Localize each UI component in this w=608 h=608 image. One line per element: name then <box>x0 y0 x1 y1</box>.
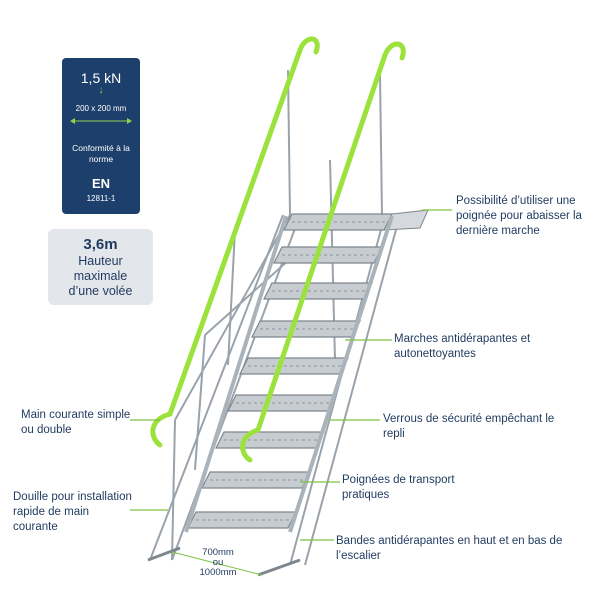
callout-safety-locks: Verrous de sécurité empêchant le repli <box>383 413 555 440</box>
callout-carry-handles: Poignées de transport pratiques <box>342 474 455 501</box>
callout-handrail: Main courante simple ou double <box>21 409 131 436</box>
width-dimension: 700mm ou 1000mm <box>190 548 246 578</box>
load-capacity: 1,5 kN <box>80 70 122 86</box>
leader-lines <box>130 209 452 541</box>
step-pattern <box>196 221 386 521</box>
max-height-label: Hauteur maximale d’une volée <box>68 254 133 298</box>
standard-number: 12811-1 <box>86 194 116 203</box>
handrails <box>150 36 406 463</box>
width-dimension-line <box>171 551 263 576</box>
standard-name: EN <box>91 176 111 191</box>
max-height-value: 3,6m <box>83 236 118 253</box>
arrow-down-icon: ↓ <box>98 85 104 96</box>
dimension-arrows-icon <box>70 118 132 124</box>
callout-anti-slip-steps: Marches antidérapantes et autonettoyante… <box>394 333 531 360</box>
stair-steps <box>187 213 393 529</box>
stringers <box>184 215 394 533</box>
callout-handrail-socket: Douille pour installation rapide de main… <box>13 491 132 533</box>
load-area: 200 x 200 mm <box>75 104 127 113</box>
width-option-700: 700mm <box>202 547 234 558</box>
callout-last-step-handle: Possibilité d’utiliser une poignée pour … <box>456 195 582 237</box>
width-separator: ou <box>212 557 224 568</box>
callout-anti-slip-strips: Bandes antidérapantes en haut et en bas … <box>336 535 563 562</box>
top-landing-plate <box>383 209 429 231</box>
width-option-1000: 1000mm <box>199 567 237 578</box>
height-badge: 3,6m Hauteur maximale d’une volée <box>48 229 153 305</box>
conformity-text: Conformité à la norme <box>72 143 130 164</box>
certification-badge: 1,5 kN ↓ 200 x 200 mm Conformité à la no… <box>62 58 140 214</box>
bottom-feet <box>147 546 301 577</box>
